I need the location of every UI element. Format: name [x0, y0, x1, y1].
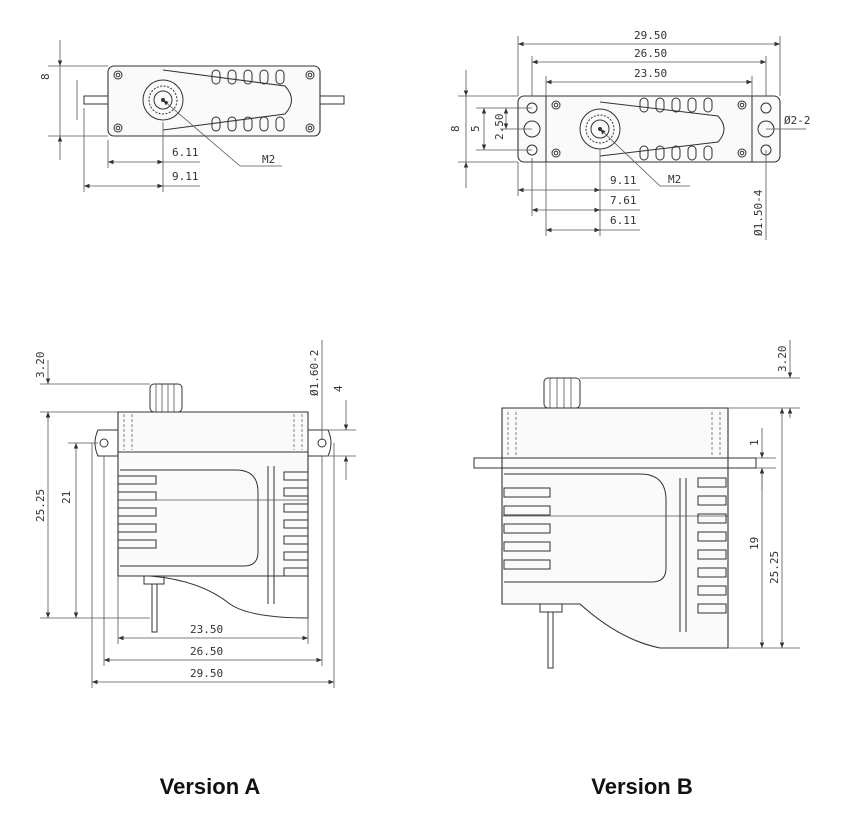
output-spline-a	[142, 79, 184, 121]
dim-26-50-a: 26.50	[190, 645, 223, 658]
flange-plate-b	[473, 457, 757, 469]
dim-23-50-b: 23.50	[634, 67, 667, 80]
dim-2-50-b: 2.50	[493, 114, 506, 141]
vent-slots-b	[639, 97, 713, 161]
caption-version-b: Version B	[591, 774, 692, 799]
output-spline-side-b	[543, 377, 581, 409]
label-m2-b: M2	[668, 173, 681, 186]
cooling-fins-b	[503, 477, 727, 614]
dim-26-50-b: 26.50	[634, 47, 667, 60]
dim-7-61-b: 7.61	[610, 194, 637, 207]
side-recess-a	[120, 469, 259, 567]
dim-1-b: 1	[748, 439, 761, 446]
dim-3-20-b: 3.20	[776, 346, 789, 373]
cooling-fins-a	[117, 471, 309, 577]
side-view-version-a: 3.20 25.25 21 Ø1.60-2 4 23.50 26.50 29.5…	[34, 340, 356, 688]
screw-holes-b	[551, 100, 747, 158]
dim-5-b: 5	[469, 125, 482, 132]
screw-holes-a	[113, 70, 315, 133]
vent-slots-a	[211, 69, 285, 132]
side-view-version-b: 3.20 1 19 25.25	[473, 340, 800, 669]
dim-23-50-a: 23.50	[190, 623, 223, 636]
dim-29-50-a: 29.50	[190, 667, 223, 680]
dim-8-b: 8	[449, 125, 462, 132]
dim-6-11-a: 6.11	[172, 146, 199, 159]
case-bottom-curve-a	[149, 575, 309, 619]
dim-25-25-a: 25.25	[34, 489, 47, 522]
output-spline-side-a	[149, 383, 183, 413]
flange-right-a	[307, 429, 332, 457]
dim-19-b: 19	[748, 537, 761, 550]
wire-b	[547, 611, 554, 669]
wire-a	[151, 583, 158, 633]
flange-left-a	[94, 429, 119, 457]
servo-horn-a	[162, 69, 292, 131]
servo-horn-b	[599, 101, 725, 157]
top-view-version-b: M2 29.50 26.50 23.50 8 5 2.50	[449, 29, 811, 240]
dim-8-a: 8	[39, 73, 52, 80]
dim-3-20-a: 3.20	[34, 352, 47, 379]
dim-6-11-b: 6.11	[610, 214, 637, 227]
label-m2-a: M2	[262, 153, 275, 166]
hole-1-50-4-b: Ø1.50-4	[752, 189, 765, 236]
caption-version-a: Version A	[160, 774, 261, 799]
dim-29-50-b: 29.50	[634, 29, 667, 42]
dim-25-25-b: 25.25	[768, 551, 781, 584]
dim-9-11-b: 9.11	[610, 174, 637, 187]
dim-9-11-a: 9.11	[172, 170, 199, 183]
hole-1-60-2-a: Ø1.60-2	[308, 350, 321, 396]
side-recess-b	[504, 473, 667, 583]
dim-4-a: 4	[332, 385, 345, 392]
hole-2-2-b: Ø2-2	[784, 114, 811, 127]
top-view-version-a: M2 8 6.11 9.11	[39, 40, 345, 192]
dim-21-a: 21	[60, 491, 73, 504]
